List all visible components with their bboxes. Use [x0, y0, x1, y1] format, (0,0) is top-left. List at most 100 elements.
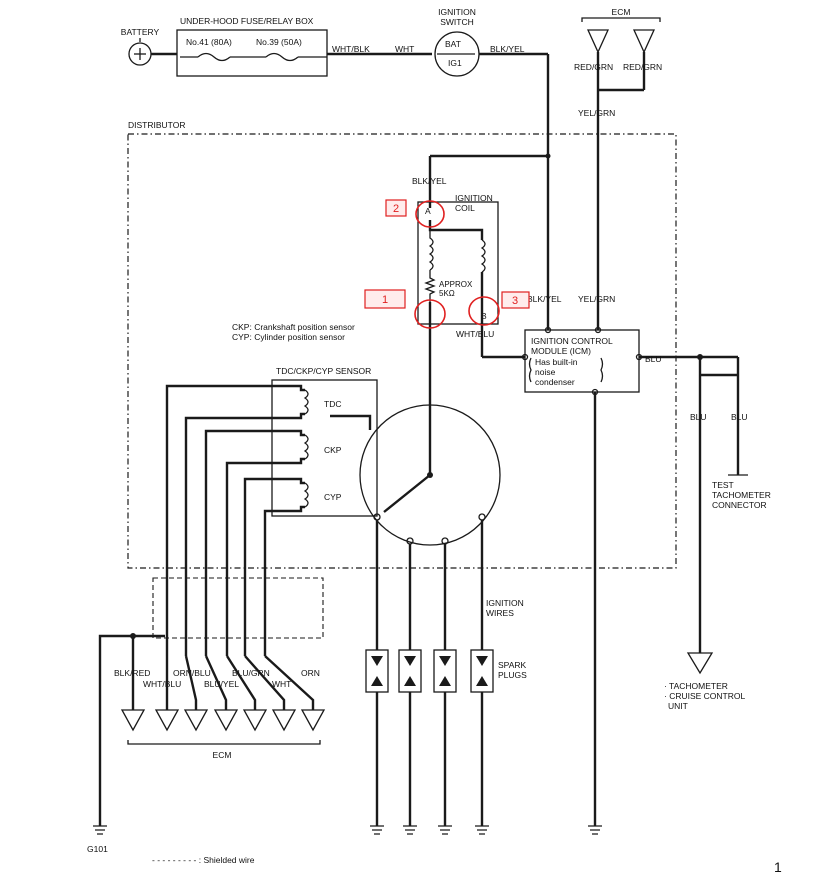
annotation-circle-2: [415, 200, 445, 228]
legend-shielded: - - - - - - - - - : Shielded wire: [152, 855, 255, 865]
ecm-lead-5: [244, 655, 286, 710]
tachometer-branch: BLU BLU TEST TACHOMETER CONNECTOR · TACH…: [664, 354, 771, 711]
distributor-boundary: [127, 133, 677, 569]
test-connector-3: CONNECTOR: [712, 500, 767, 510]
legend-cyp: CYP: Cylinder position sensor: [232, 332, 345, 342]
resistor-icon: [424, 270, 436, 302]
icm-title-1: IGNITION CONTROL: [531, 336, 613, 346]
ecm-input-icon-5: [242, 709, 268, 732]
tachometer-line-3: UNIT: [668, 701, 688, 711]
legend-ckp: CKP: Crankshaft position sensor: [232, 322, 355, 332]
ground-g101: G101: [87, 825, 108, 854]
wire-wht-blk-label: WHT/BLK: [332, 44, 370, 54]
rotor-arm: [383, 474, 431, 513]
sensor-tdc-label: TDC: [324, 399, 341, 409]
annotation-overlays: 2 1 3: [364, 199, 530, 329]
spark-plugs-1: SPARK: [498, 660, 527, 670]
spark-plugs-2: PLUGS: [498, 670, 527, 680]
battery-label: BATTERY: [121, 27, 160, 37]
spark-plug-4-icon: [476, 656, 488, 686]
ckp-coil-icon: [303, 434, 309, 460]
wire-blk-yel-top-label: BLK/YEL: [490, 44, 525, 54]
wire-wht-label: WHT: [395, 44, 414, 54]
coil-title-2: COIL: [455, 203, 475, 213]
fuse-box-title: UNDER-HOOD FUSE/RELAY BOX: [180, 16, 314, 26]
ignition-switch: IGNITION SWITCH BAT IG1: [434, 7, 480, 77]
distributor-label: DISTRIBUTOR: [128, 120, 185, 130]
spark-plug-3-icon: [439, 656, 451, 686]
tachometer-input-icon: [686, 652, 714, 675]
ecm-lead-6: [264, 655, 315, 710]
wire-red-grn-1-label: RED/GRN: [574, 62, 613, 72]
ecm-wire-blu-yel-label: BLU/YEL: [204, 679, 239, 689]
fuse-41-icon: [197, 52, 231, 62]
annotation-circle-3: [468, 296, 500, 326]
ignition-wires-1: IGNITION: [486, 598, 524, 608]
ecm-wire-blu-grn-label: BLU/GRN: [232, 668, 270, 678]
sensor-title: TDC/CKP/CYP SENSOR: [276, 366, 371, 376]
annotation-tag-3-text: 3: [512, 295, 518, 307]
ignition-switch-ig1: IG1: [448, 58, 462, 68]
ecm-input-icon-7: [300, 709, 326, 732]
cyp-coil-icon: [303, 482, 309, 508]
wire-blu-1-label: BLU: [690, 412, 707, 422]
ecm-bottom: BLK/RED ORN/BLU BLU/GRN ORN WHT/BLU BLU/…: [98, 633, 326, 826]
ecm-top: ECM RED/GRN RED/GRN YEL/GRN: [574, 7, 662, 330]
tdc-coil-icon: [303, 389, 309, 415]
coil-terminal-b: B: [481, 311, 487, 321]
wire-blk-yel-coil-label: BLK/YEL: [412, 176, 447, 186]
wire-blu-main-label: BLU: [645, 354, 662, 364]
tachometer-line-1: · TACHOMETER: [664, 681, 728, 691]
icm: BLK/YEL YEL/GRN IGNITION CONTROL MODULE …: [521, 294, 738, 826]
ecm-lead-2: [184, 655, 198, 710]
shield-box: [152, 577, 324, 639]
ground-symbols: [370, 825, 602, 835]
ecm-input-icon-2: [154, 709, 180, 732]
wire-yel-grn-top-label: YEL/GRN: [578, 108, 615, 118]
ecm-wire-orn-blu-label: ORN/BLU: [173, 668, 211, 678]
annotation-tag-2-text: 2: [393, 203, 399, 215]
ecm-top-label: ECM: [612, 7, 631, 17]
test-connector-1: TEST: [712, 480, 734, 490]
ecm-wire-wht-label: WHT: [272, 679, 291, 689]
spark-plug-1-icon: [371, 656, 383, 686]
ecm-wire-orn-label: ORN: [301, 668, 320, 678]
fuse-39-icon: [265, 52, 299, 62]
coil-terminal-a: A: [425, 206, 431, 216]
annotation-tag-1: [364, 289, 406, 309]
ignition-switch-bat: BAT: [445, 39, 461, 49]
fuse-box: UNDER-HOOD FUSE/RELAY BOX No.41 (80A) No…: [176, 16, 328, 77]
ignition-switch-title-1: IGNITION: [438, 7, 476, 17]
annotation-tag-2: [385, 199, 407, 217]
fuse-39-label: No.39 (50A): [256, 37, 302, 47]
coil-secondary-winding: [480, 239, 486, 273]
tachometer-line-2: · CRUISE CONTROL: [664, 691, 746, 701]
coil-primary-winding: [428, 230, 434, 271]
annotation-circle-1: [414, 299, 446, 329]
icm-note-3: condenser: [535, 377, 575, 387]
spark-plug-2-icon: [404, 656, 416, 686]
resistor-label-2: 5KΩ: [439, 289, 455, 298]
annotation-tag-3: [501, 291, 530, 309]
tdc-ckp-cyp-sensor: TDC/CKP/CYP SENSOR TDC CKP CYP: [165, 366, 378, 656]
ecm-wire-wht-blu-label: WHT/BLU: [143, 679, 181, 689]
test-connector-2: TACHOMETER: [712, 490, 771, 500]
coil-title-1: IGNITION: [455, 193, 493, 203]
sensor-cyp-label: CYP: [324, 492, 342, 502]
wire-blu-2-label: BLU: [731, 412, 748, 422]
ecm-lead-3: [204, 655, 228, 710]
ecm-input-icon-1: [120, 709, 146, 732]
wire-blk-yel-icm-label: BLK/YEL: [527, 294, 562, 304]
ecm-lead-4: [225, 655, 257, 710]
icm-note-1: Has built-in: [535, 357, 578, 367]
ecm-wire-blk-red-label: BLK/RED: [114, 668, 150, 678]
icm-title-2: MODULE (ICM): [531, 346, 591, 356]
wire-wht-blu-coil-label: WHT/BLU: [456, 329, 494, 339]
ground-label: G101: [87, 844, 108, 854]
page-number: 1: [774, 859, 782, 874]
resistor-label-1: APPROX: [439, 280, 473, 289]
ecm-input-icon-3: [183, 709, 209, 732]
ecm-input-icon-6: [271, 709, 297, 732]
ignition-switch-title-2: SWITCH: [440, 17, 474, 27]
